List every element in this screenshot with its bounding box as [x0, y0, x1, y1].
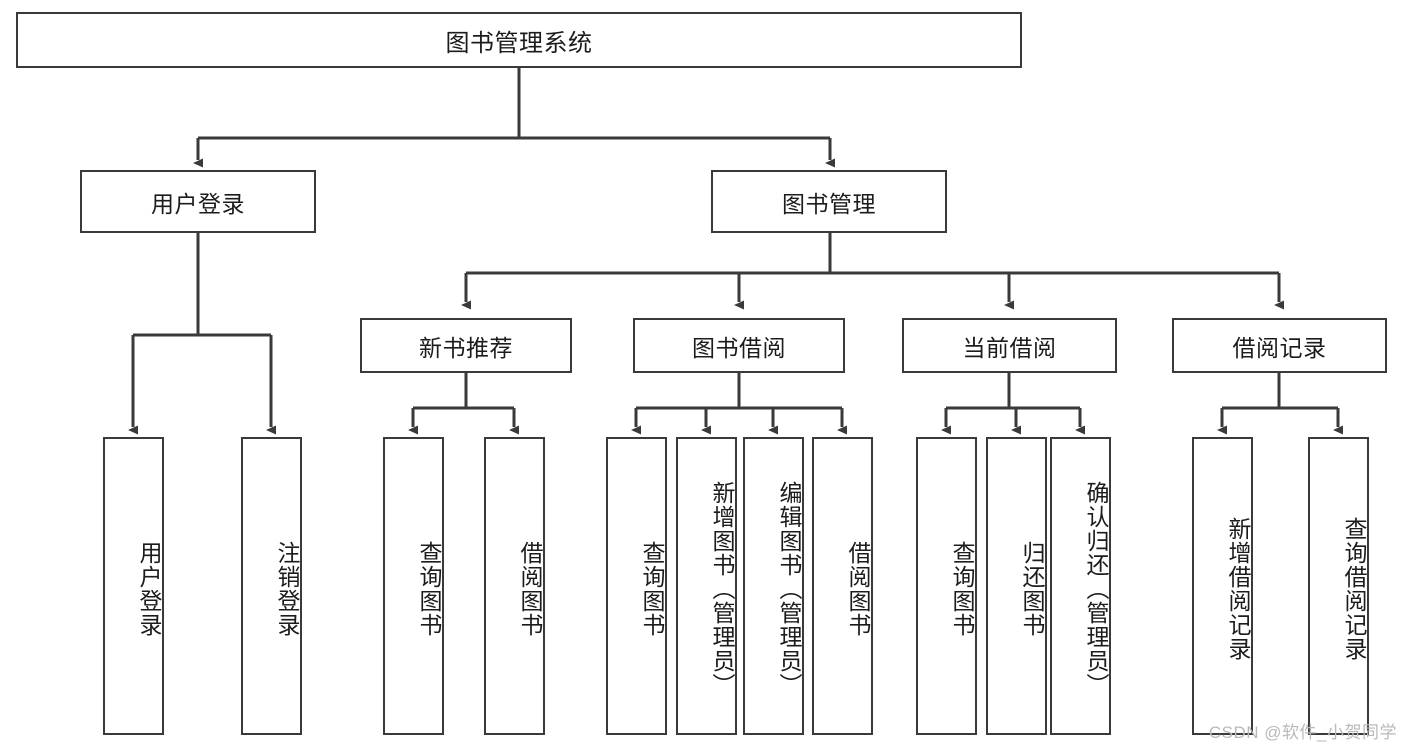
node-leaf-user-login[interactable]: 用户登录	[103, 437, 164, 735]
node-leaf-query-book-borrow[interactable]: 查询图书	[606, 437, 667, 735]
node-book-borrow[interactable]: 图书借阅	[633, 318, 845, 373]
node-label: 新增图书（管理员）	[709, 481, 735, 697]
node-label: 新增借阅记录	[1225, 517, 1251, 661]
node-label: 查询图书	[416, 541, 442, 637]
node-leaf-edit-book-admin[interactable]: 编辑图书（管理员）	[743, 437, 804, 735]
node-leaf-add-book-admin[interactable]: 新增图书（管理员）	[676, 437, 737, 735]
node-label: 注销登录	[274, 541, 300, 637]
node-leaf-borrow-book-recommend[interactable]: 借阅图书	[484, 437, 545, 735]
node-label: 查询借阅记录	[1341, 517, 1367, 661]
node-book-management[interactable]: 图书管理	[711, 170, 947, 233]
node-leaf-query-book-recommend[interactable]: 查询图书	[383, 437, 444, 735]
node-leaf-return-book[interactable]: 归还图书	[986, 437, 1047, 735]
node-leaf-query-book-current[interactable]: 查询图书	[916, 437, 977, 735]
node-label: 查询图书	[639, 541, 665, 637]
node-label: 确认归还（管理员）	[1083, 481, 1109, 697]
node-label: 编辑图书（管理员）	[776, 481, 802, 697]
node-current-borrow[interactable]: 当前借阅	[902, 318, 1117, 373]
node-label: 图书借阅	[692, 334, 786, 361]
node-label: 用户登录	[136, 541, 162, 637]
node-label: 用户登录	[151, 190, 245, 217]
node-leaf-borrow-book[interactable]: 借阅图书	[812, 437, 873, 735]
node-borrow-record[interactable]: 借阅记录	[1172, 318, 1387, 373]
node-label: 查询图书	[949, 541, 975, 637]
node-leaf-query-borrow-record[interactable]: 查询借阅记录	[1308, 437, 1369, 735]
node-label: 图书管理	[782, 190, 876, 217]
node-leaf-confirm-return-admin[interactable]: 确认归还（管理员）	[1050, 437, 1111, 735]
node-label: 借阅记录	[1232, 334, 1327, 361]
node-label: 归还图书	[1019, 541, 1045, 637]
node-user-login[interactable]: 用户登录	[80, 170, 316, 233]
node-label: 图书管理系统	[445, 29, 593, 57]
watermark-text: CSDN @软件_小贺同学	[1208, 723, 1397, 742]
node-leaf-logout[interactable]: 注销登录	[241, 437, 302, 735]
node-root-book-management-system[interactable]: 图书管理系统	[16, 12, 1022, 68]
node-label: 新书推荐	[419, 334, 513, 361]
node-label: 当前借阅	[962, 334, 1057, 361]
node-label: 借阅图书	[517, 541, 543, 637]
node-leaf-add-borrow-record[interactable]: 新增借阅记录	[1192, 437, 1253, 735]
node-new-book-recommend[interactable]: 新书推荐	[360, 318, 572, 373]
node-label: 借阅图书	[845, 541, 871, 637]
